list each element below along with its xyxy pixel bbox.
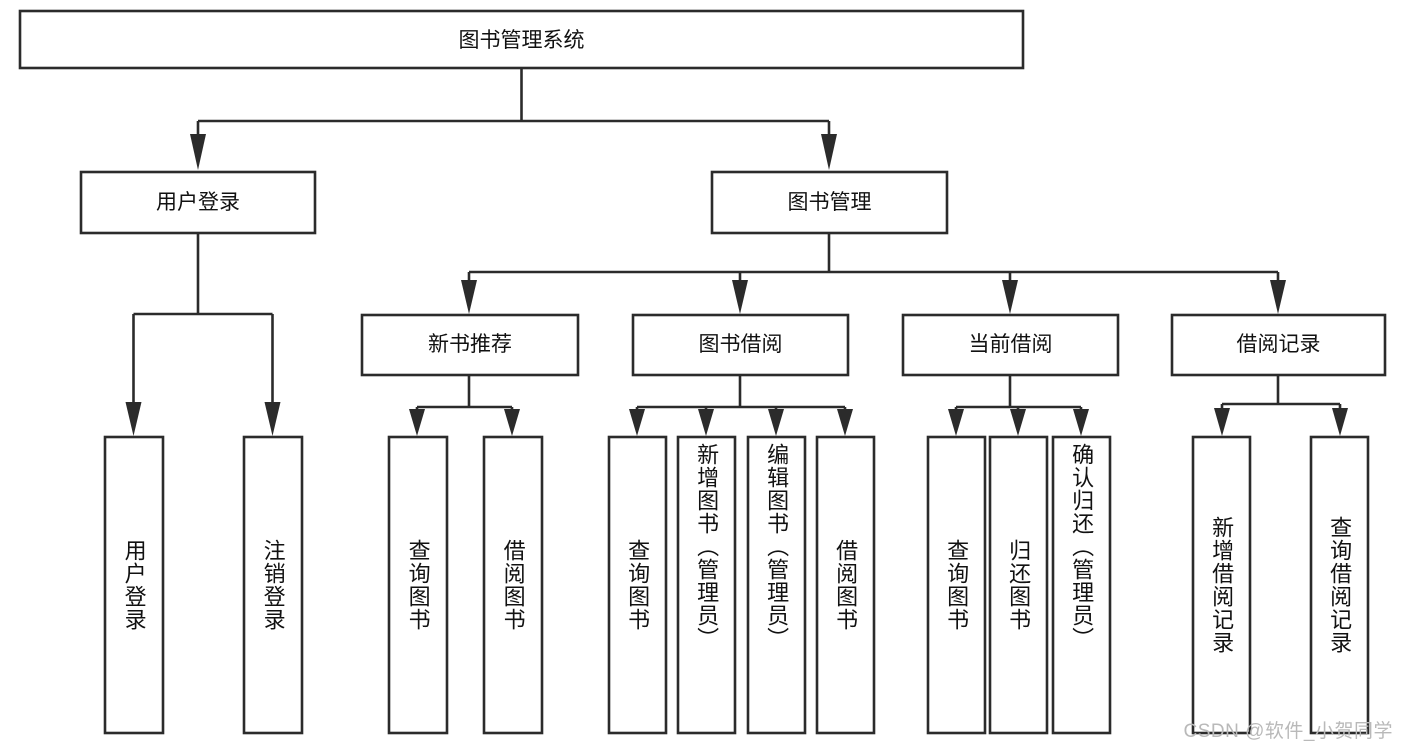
arrow-head-leaf-confirm-return [1073, 409, 1089, 436]
arrow-head-leaf-query-record [1332, 408, 1348, 436]
arrow-head-current-borrow [1002, 280, 1018, 314]
node-book-borrow-box[interactable] [631, 313, 850, 377]
arrow-head-leaf-borrow-book-rec [504, 409, 520, 436]
node-leaf-edit-book-box[interactable] [746, 435, 807, 735]
node-new-book-rec-box[interactable] [360, 313, 580, 377]
arrow-head-leaf-return-book [1010, 409, 1026, 436]
node-current-borrow-box[interactable] [901, 313, 1120, 377]
arrow-head-leaf-add-book [698, 409, 714, 436]
node-user-login-label: 用户登录 [156, 191, 240, 214]
connectors [125, 68, 1348, 436]
arrow-head-leaf-query-book-borrow [629, 409, 645, 436]
node-leaf-logout-login-box[interactable] [242, 435, 304, 735]
arrow-head-leaf-add-record [1214, 408, 1230, 436]
node-borrow-record-box[interactable] [1170, 313, 1387, 377]
node-leaf-add-record-box[interactable] [1191, 435, 1252, 735]
arrow-head-leaf-edit-book [768, 409, 784, 436]
arrow-head-leaf-query-book-rec [409, 409, 425, 436]
node-leaf-query-record-box[interactable] [1309, 435, 1370, 735]
arrow-head-user-login [190, 134, 206, 170]
node-book-manage-label: 图书管理 [788, 191, 872, 214]
node-current-borrow-label: 当前借阅 [969, 333, 1053, 356]
arrow-head-book-borrow [732, 280, 748, 314]
arrow-head-leaf-user-login [125, 402, 142, 436]
arrow-head-leaf-logout-login [264, 402, 281, 436]
node-leaf-query-book-borrow-box[interactable] [607, 435, 668, 735]
node-leaf-query-book-current-box[interactable] [926, 435, 987, 735]
node-book-manage-box[interactable] [710, 170, 949, 235]
watermark-text: CSDN @软件_小贺同学 [1183, 721, 1393, 742]
node-leaf-confirm-return-box[interactable] [1051, 435, 1112, 735]
arrow-head-leaf-query-book-current [948, 409, 964, 436]
arrow-head-leaf-borrow-book [837, 409, 853, 436]
node-root-label: 图书管理系统 [459, 29, 585, 52]
node-leaf-query-book-rec-box[interactable] [387, 435, 449, 735]
node-leaf-return-book-box[interactable] [988, 435, 1049, 735]
node-leaf-borrow-book-rec-box[interactable] [482, 435, 544, 735]
node-root-box[interactable] [18, 9, 1025, 70]
node-leaf-add-book-box[interactable] [676, 435, 737, 735]
node-boxes: 图书管理系统 用户登录 图书管理 新书推荐 图书借阅 当前借阅 借阅记录 [18, 9, 1387, 735]
node-user-login-box[interactable] [79, 170, 317, 235]
arrow-head-new-book-rec [461, 280, 477, 314]
node-new-book-rec-label: 新书推荐 [428, 333, 512, 356]
arrow-head-borrow-record [1270, 280, 1286, 314]
arrow-head-book-manage [821, 134, 837, 170]
node-book-borrow-label: 图书借阅 [699, 333, 783, 356]
node-leaf-user-login-box[interactable] [103, 435, 165, 735]
node-leaf-borrow-book-box[interactable] [815, 435, 876, 735]
node-borrow-record-label: 借阅记录 [1237, 333, 1321, 356]
